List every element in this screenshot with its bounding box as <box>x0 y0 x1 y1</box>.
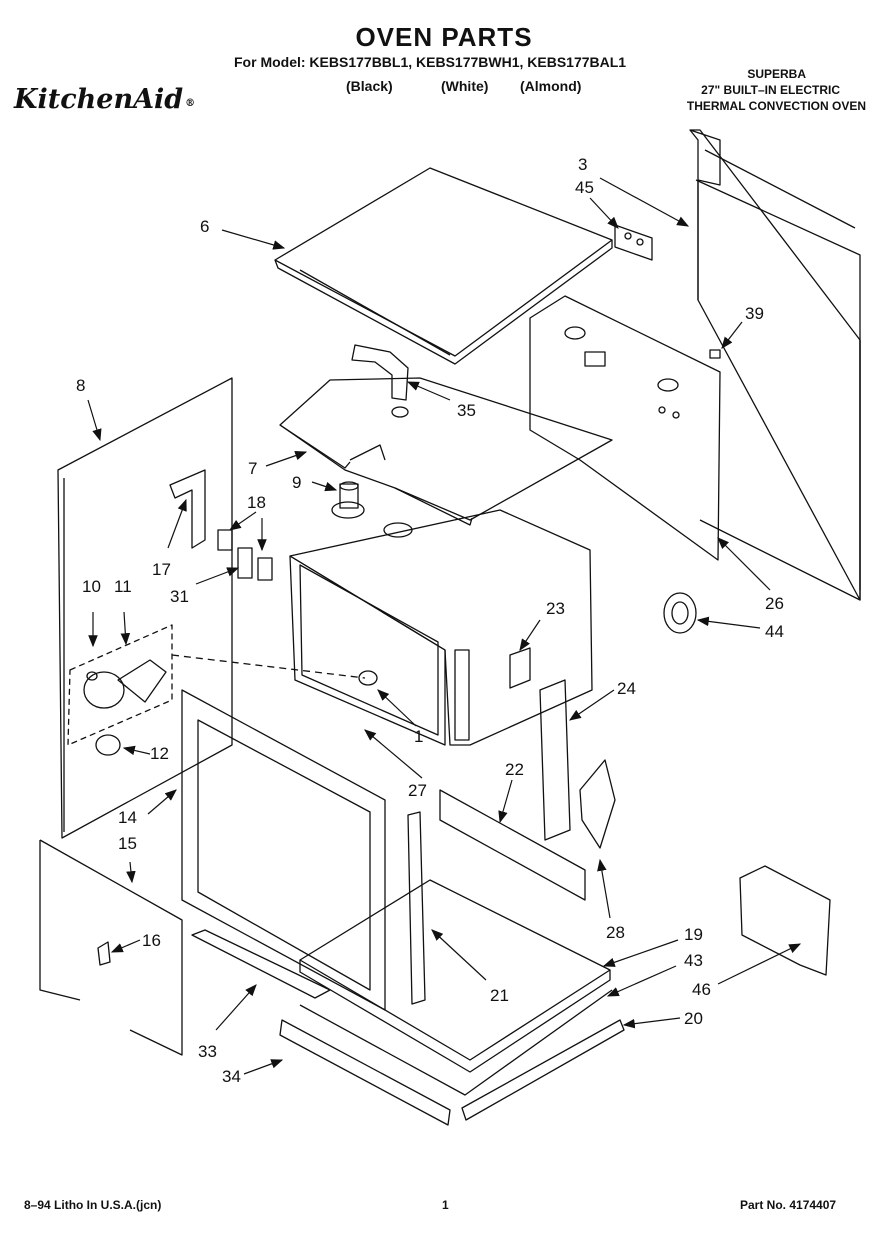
callout-35: 35 <box>457 401 476 420</box>
leader-lines <box>87 177 802 1075</box>
callout-11: 11 <box>114 577 132 596</box>
callout-12: 12 <box>150 744 169 763</box>
variant-almond: (Almond) <box>520 78 582 94</box>
callout-22: 22 <box>505 760 524 779</box>
plate-23 <box>509 647 531 689</box>
strip-21 <box>407 811 426 1005</box>
footer-part-number: Part No. 4174407 <box>740 1198 837 1212</box>
strip-20 <box>461 1019 625 1121</box>
callout-labels: 3 45 6 39 35 8 7 9 18 17 31 10 11 23 26 … <box>76 155 784 1086</box>
lamp-alignment-line <box>171 654 366 679</box>
callout-17: 17 <box>152 560 171 579</box>
series-line-2: 27" BUILT–IN ELECTRIC <box>701 83 840 97</box>
plate-43 <box>299 989 613 1096</box>
callout-3: 3 <box>578 155 587 174</box>
footer-page-number: 1 <box>442 1198 449 1212</box>
callout-9: 9 <box>292 473 301 492</box>
callout-18: 18 <box>247 493 266 512</box>
bracket-17 <box>169 469 206 549</box>
door-gasket <box>39 839 183 1056</box>
callout-7: 7 <box>248 459 257 478</box>
callout-19: 19 <box>684 925 703 944</box>
hinge-28 <box>579 759 616 849</box>
bottom-pan <box>299 879 611 1073</box>
callout-23: 23 <box>546 599 565 618</box>
footer-print-info: 8–94 Litho In U.S.A.(jcn) <box>24 1198 162 1212</box>
front-frame <box>181 689 386 1011</box>
bracket-45 <box>614 224 653 261</box>
callout-24: 24 <box>617 679 636 698</box>
callout-33: 33 <box>198 1042 217 1061</box>
series-block: SUPERBA 27" BUILT–IN ELECTRIC THERMAL CO… <box>566 66 866 114</box>
page-title: OVEN PARTS <box>355 22 533 52</box>
callout-44: 44 <box>765 622 784 641</box>
callout-8: 8 <box>76 376 85 395</box>
callout-39: 39 <box>745 304 764 323</box>
left-side-panel <box>57 377 233 839</box>
vent-33 <box>191 929 331 999</box>
brand-registered-mark: ® <box>185 98 196 109</box>
callout-31: 31 <box>170 587 189 606</box>
series-line-1: SUPERBA <box>747 67 806 81</box>
callout-6: 6 <box>200 217 209 236</box>
gasket-44 <box>663 592 697 634</box>
callout-45: 45 <box>575 178 594 197</box>
callout-28: 28 <box>606 923 625 942</box>
callout-26: 26 <box>765 594 784 613</box>
callout-14: 14 <box>118 808 137 827</box>
right-side-panel <box>689 129 861 601</box>
variant-black: (Black) <box>346 78 393 94</box>
brand-name: KitchenAid <box>14 84 184 115</box>
clip-16 <box>97 941 111 966</box>
callout-27: 27 <box>408 781 427 800</box>
callout-15: 15 <box>118 834 137 853</box>
variant-white: (White) <box>441 78 489 94</box>
lamp-socket-9 <box>331 481 365 519</box>
switch-parts <box>217 529 273 581</box>
callout-10: 10 <box>82 577 101 596</box>
rail-22 <box>439 789 586 901</box>
clip-39 <box>709 349 721 359</box>
lamp-assembly <box>67 624 173 756</box>
callout-46: 46 <box>692 980 711 999</box>
callout-21: 21 <box>490 986 509 1005</box>
oven-liner <box>289 509 593 746</box>
callout-1: 1 <box>414 727 423 746</box>
top-duct-plate <box>279 377 613 526</box>
callout-20: 20 <box>684 1009 703 1028</box>
series-line-3: THERMAL CONVECTION OVEN <box>686 99 866 113</box>
callout-43: 43 <box>684 951 703 970</box>
bracket-46 <box>739 865 831 976</box>
strip-34 <box>279 1019 451 1126</box>
model-line: For Model: KEBS177BBL1, KEBS177BWH1, KEB… <box>234 54 627 70</box>
back-panel <box>529 295 721 561</box>
callout-16: 16 <box>142 931 161 950</box>
vent-duct <box>351 344 409 418</box>
brace-24 <box>539 679 571 841</box>
callout-34: 34 <box>222 1067 241 1086</box>
brand-logo: KitchenAid® <box>14 84 195 115</box>
top-panel <box>274 167 613 365</box>
